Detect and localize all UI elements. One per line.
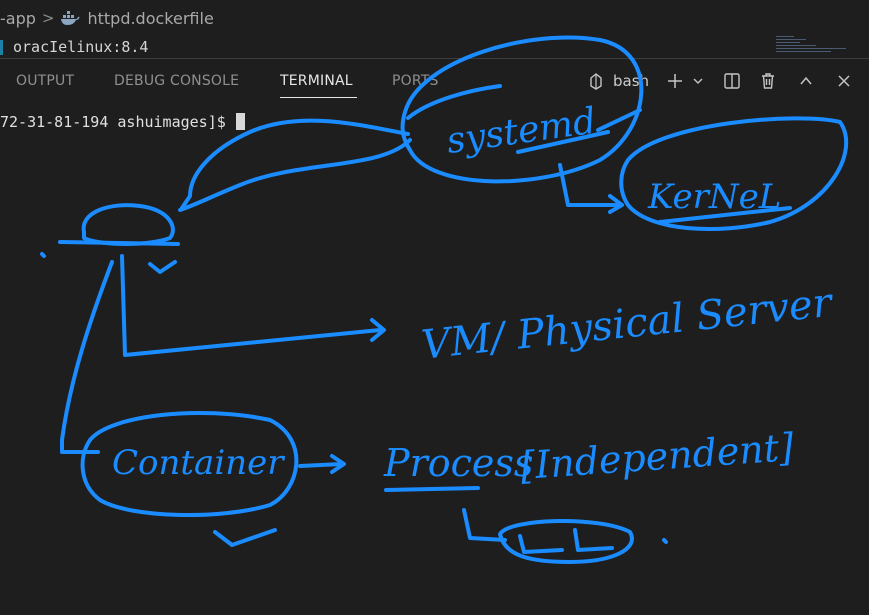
code-line: oracIelinux:8.4: [0, 36, 148, 58]
close-icon[interactable]: [832, 69, 856, 93]
breadcrumb: -app > httpd.dockerfile: [0, 6, 214, 30]
breadcrumb-separator: >: [41, 9, 55, 27]
editor-area: -app > httpd.dockerfile oracIelinux:8.4: [0, 0, 869, 58]
terminal-prompt: 72-31-81-194 ashuimages]$: [0, 113, 245, 131]
docker-icon: [60, 10, 80, 26]
tab-debug-console[interactable]: DEBUG CONSOLE: [114, 73, 240, 89]
terminal-output[interactable]: 72-31-81-194 ashuimages]$: [0, 110, 869, 615]
split-icon[interactable]: [720, 69, 744, 93]
chevron-up-icon[interactable]: [794, 69, 818, 93]
git-change-indicator: [0, 39, 3, 55]
breadcrumb-file[interactable]: httpd.dockerfile: [87, 8, 214, 28]
minimap[interactable]: [774, 34, 864, 54]
chevron-down-icon[interactable]: [690, 69, 706, 93]
breadcrumb-folder[interactable]: -app: [0, 8, 36, 28]
code-text[interactable]: oracIelinux:8.4: [13, 38, 149, 56]
tab-output[interactable]: OUTPUT: [16, 73, 75, 89]
plus-icon[interactable]: [664, 69, 686, 93]
panel-header: OUTPUT DEBUG CONSOLE TERMINAL PORTS bash: [0, 59, 869, 105]
terminal-icon: [588, 72, 604, 90]
terminal-shell-selector[interactable]: bash: [588, 69, 650, 93]
tab-terminal-underline: [280, 97, 357, 98]
tab-ports[interactable]: PORTS: [392, 73, 439, 89]
terminal-cursor: [235, 113, 245, 130]
tab-terminal[interactable]: TERMINAL: [280, 73, 353, 89]
terminal-shell-label: bash: [613, 72, 650, 90]
terminal-prompt-text: 72-31-81-194 ashuimages]$: [0, 113, 235, 131]
trash-icon[interactable]: [756, 69, 780, 93]
